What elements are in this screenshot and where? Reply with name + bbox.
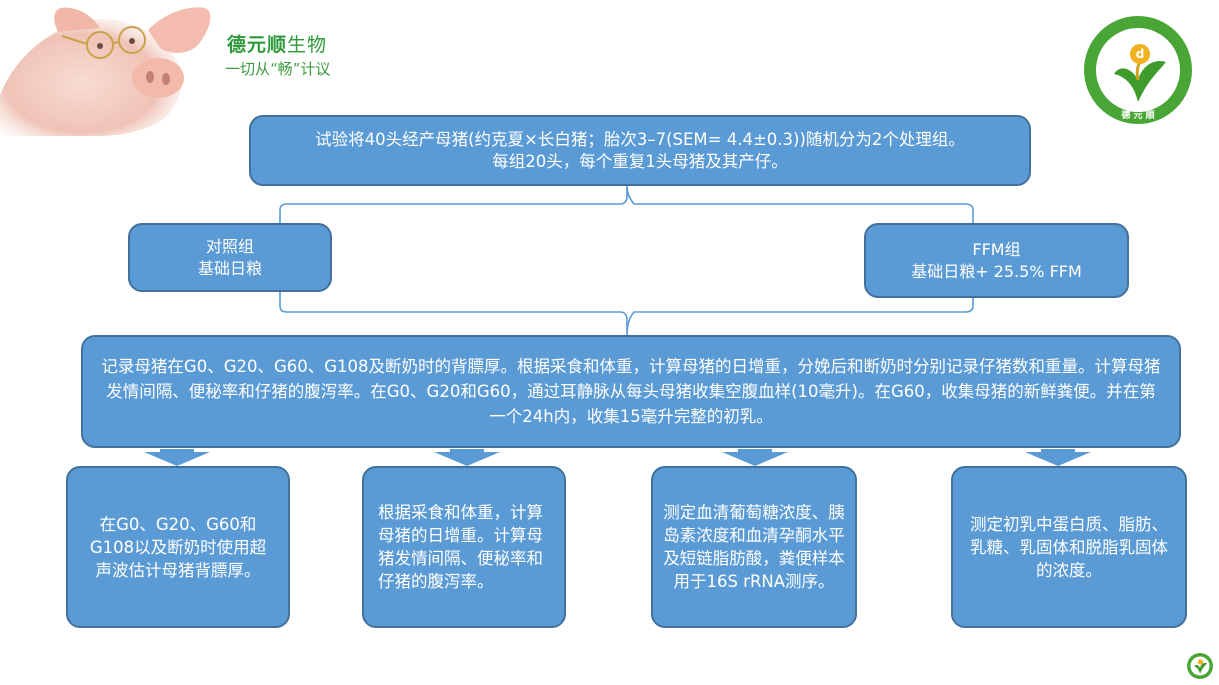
brand-name-rest: 生物 bbox=[287, 34, 328, 56]
colostrum-card: 测定初乳中蛋白质、脂肪、乳糖、乳固体和脱脂乳固体的浓度。 bbox=[951, 466, 1187, 628]
pig-photo bbox=[0, 0, 225, 136]
measurement-description-text: 记录母猪在G0、G20、G60、G108及断奶时的背膘厚。根据采食和体重，计算母… bbox=[101, 357, 1161, 426]
arrow-down-3 bbox=[722, 449, 788, 466]
brand-name-bold: 德元顺 bbox=[227, 34, 288, 56]
intro-box: 试验将40头经产母猪(约克夏×长白猪；胎次3–7(SEM= 4.4±0.3))随… bbox=[249, 115, 1031, 186]
logo-letter: d bbox=[1136, 47, 1145, 61]
backfat-card: 在G0、G20、G60和G108以及断奶时使用超声波估计母猪背膘厚。 bbox=[66, 466, 290, 628]
ffm-group-text: FFM组 基础日粮+ 25.5% FFM bbox=[911, 239, 1082, 281]
arrow-down-1 bbox=[144, 449, 210, 466]
company-logo: Bio-Technology d 德 元 顺 bbox=[1082, 14, 1194, 126]
measurement-description-box: 记录母猪在G0、G20、G60、G108及断奶时的背膘厚。根据采食和体重，计算母… bbox=[81, 335, 1181, 448]
serum-card-text: 测定血清葡萄糖浓度、胰岛素浓度和血清孕酮水平及短链脂肪酸，粪便样本用于16S r… bbox=[663, 503, 845, 591]
brand-name: 德元顺生物 bbox=[227, 30, 327, 57]
brand-slogan: 一切从“畅”计议 bbox=[225, 60, 331, 78]
colostrum-card-text: 测定初乳中蛋白质、脂肪、乳糖、乳固体和脱脂乳固体的浓度。 bbox=[970, 514, 1168, 580]
brace-top bbox=[279, 185, 974, 223]
serum-card: 测定血清葡萄糖浓度、胰岛素浓度和血清孕酮水平及短链脂肪酸，粪便样本用于16S r… bbox=[651, 466, 857, 628]
brace-bottom bbox=[279, 292, 974, 336]
growth-card-text: 根据采食和体重，计算母猪的日增重。计算母猪发情间隔、便秘率和仔猪的腹泻率。 bbox=[378, 503, 543, 591]
control-group-box: 对照组 基础日粮 bbox=[128, 223, 332, 292]
corner-logo-icon bbox=[1186, 652, 1214, 680]
arrow-down-4 bbox=[1025, 449, 1091, 466]
ffm-group-box: FFM组 基础日粮+ 25.5% FFM bbox=[864, 223, 1129, 298]
growth-card: 根据采食和体重，计算母猪的日增重。计算母猪发情间隔、便秘率和仔猪的腹泻率。 bbox=[362, 466, 566, 628]
intro-text: 试验将40头经产母猪(约克夏×长白猪；胎次3–7(SEM= 4.4±0.3))随… bbox=[315, 129, 965, 171]
control-group-text: 对照组 基础日粮 bbox=[197, 236, 262, 278]
backfat-card-text: 在G0、G20、G60和G108以及断奶时使用超声波估计母猪背膘厚。 bbox=[89, 514, 267, 580]
arrow-down-2 bbox=[434, 449, 500, 466]
logo-bottom-text: 德 元 顺 bbox=[1121, 109, 1154, 121]
